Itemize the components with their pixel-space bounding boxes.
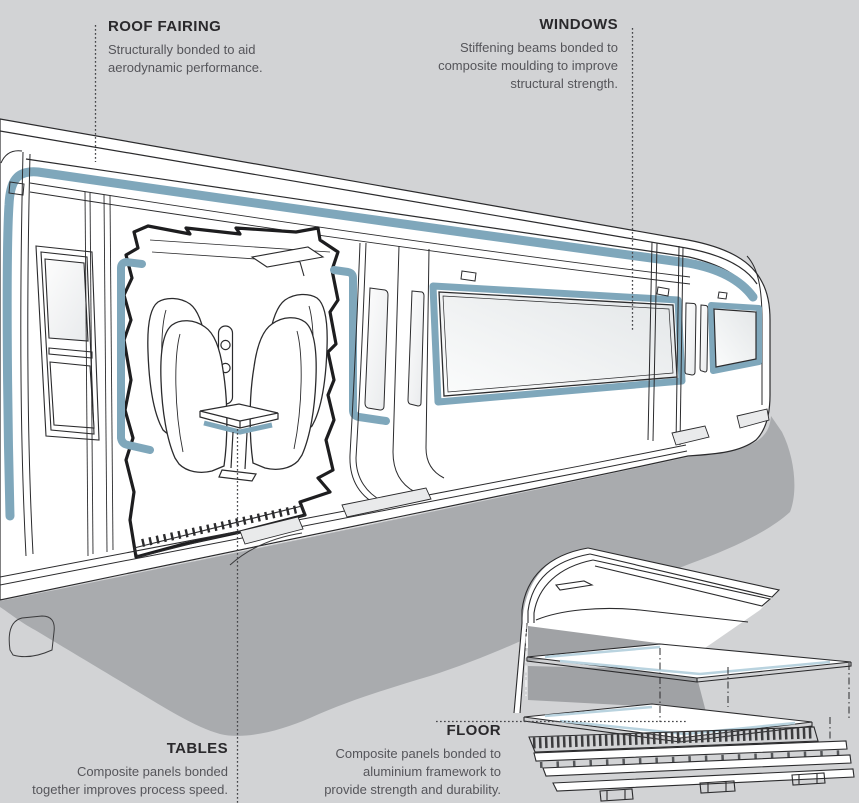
cutaway-teal-brackets [117,258,390,454]
large-window-teal-frame [429,282,686,406]
callout-tables-title: TABLES [166,740,228,757]
roof-vents [460,270,728,300]
door-window-strip [364,287,389,411]
callout-roof-fairing: ROOF FAIRING Structurally bonded to aid … [108,18,338,77]
table [199,403,279,482]
callout-floor-line: Composite panels bonded to [335,746,501,761]
cutaway-opening [122,224,340,559]
ground-shadow [0,416,795,736]
callout-roof-fairing-title: ROOF FAIRING [108,18,222,35]
aluminium-framework [528,726,855,802]
callout-windows: WINDOWS Stiffening beams bonded to compo… [378,16,618,93]
cutaway-floor-edge [133,505,307,558]
left-end-details [0,150,34,557]
callout-roof-fairing-line: aerodynamic performance. [108,60,263,75]
door-window-strip [407,290,425,407]
alignment-lines [525,622,850,741]
callout-leader-lines [94,25,688,803]
left-door-window [35,245,100,441]
callout-tables-line: together improves process speed. [32,782,228,797]
luggage-rack [250,246,325,277]
roof-stripe-teal [2,167,758,521]
door-steps [239,408,770,545]
body-seam-lines-left [84,191,114,557]
callout-floor-line: provide strength and durability. [324,782,501,797]
callout-windows-line: composite moulding to improve [438,58,618,73]
callout-tables: TABLES Composite panels bonded together … [8,740,228,799]
end-window [708,302,762,374]
floor-assembly-inset [513,547,855,802]
end-window-teal-frame [708,302,762,374]
callout-windows-line: structural strength. [510,76,618,91]
callout-windows-line: Stiffening beams bonded to [459,40,618,55]
mid-door-area [349,242,445,508]
roof-shell-fill [522,548,779,648]
callout-floor-line: aluminium framework to [363,764,501,779]
callout-tables-line: Composite panels bonded [76,764,228,779]
table-edge-teal [203,420,273,435]
upper-floor-panel [526,643,852,683]
callout-floor-title: FLOOR [446,722,501,739]
callout-floor: FLOOR Composite panels bonded to alumini… [261,722,501,799]
undercar-equipment-outline [8,615,55,658]
passenger-seats [147,293,328,473]
large-window [429,282,686,406]
callout-windows-title: WINDOWS [539,16,618,33]
callout-roof-fairing-line: Structurally bonded to aid [108,42,256,57]
